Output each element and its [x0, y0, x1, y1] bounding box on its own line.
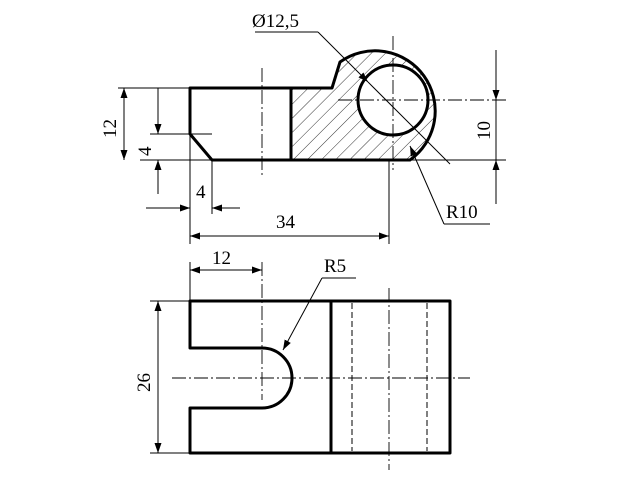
top-view	[172, 262, 470, 470]
dim-height-10: 10	[474, 121, 495, 140]
top-view-dimensions: 12 R5 26	[134, 248, 356, 454]
dim-depth-26: 26	[134, 373, 155, 392]
dim-height-12: 12	[100, 119, 121, 138]
front-outline	[188, 49, 437, 162]
dim-hole-diameter: Ø12,5	[252, 11, 299, 32]
dim-slot-width: 12	[212, 248, 231, 269]
top-outline	[188, 299, 452, 455]
front-view	[188, 36, 508, 178]
dim-slot-radius: R5	[324, 256, 346, 277]
dim-chamfer-height: 4	[135, 146, 156, 156]
dim-chamfer-width: 4	[196, 182, 206, 203]
dim-length-34: 34	[276, 212, 296, 233]
front-view-dimensions: Ø12,5 12 4 4 34 10 R10	[100, 11, 506, 244]
dim-radius-r10: R10	[446, 202, 478, 223]
